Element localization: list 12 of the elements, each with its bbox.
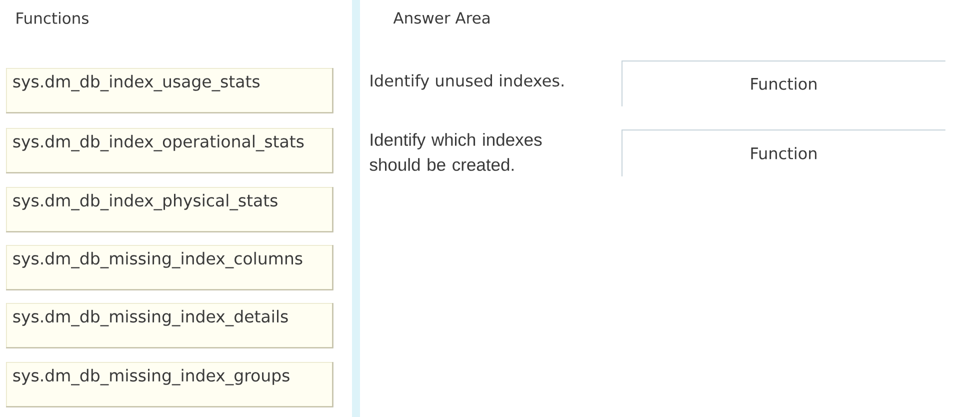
function-box: sys.dm_db_index_operational_stats <box>6 128 334 174</box>
column-heading: Answer Area <box>393 12 490 24</box>
function-box: sys.dm_db_missing_index_details <box>6 303 334 348</box>
function-box: sys.dm_db_index_usage_stats <box>6 68 334 114</box>
answer-box: Function <box>622 130 946 177</box>
statement-text: Identify unused indexes. <box>370 74 564 90</box>
column-heading: Functions <box>16 12 88 24</box>
answer-box: Function <box>622 60 946 107</box>
statement-text: Identify which indexes should be created. <box>370 133 542 171</box>
function-box: sys.dm_db_missing_index_columns <box>6 245 334 290</box>
function-box: sys.dm_db_index_physical_stats <box>6 187 334 232</box>
function-box: sys.dm_db_missing_index_groups <box>6 362 334 408</box>
